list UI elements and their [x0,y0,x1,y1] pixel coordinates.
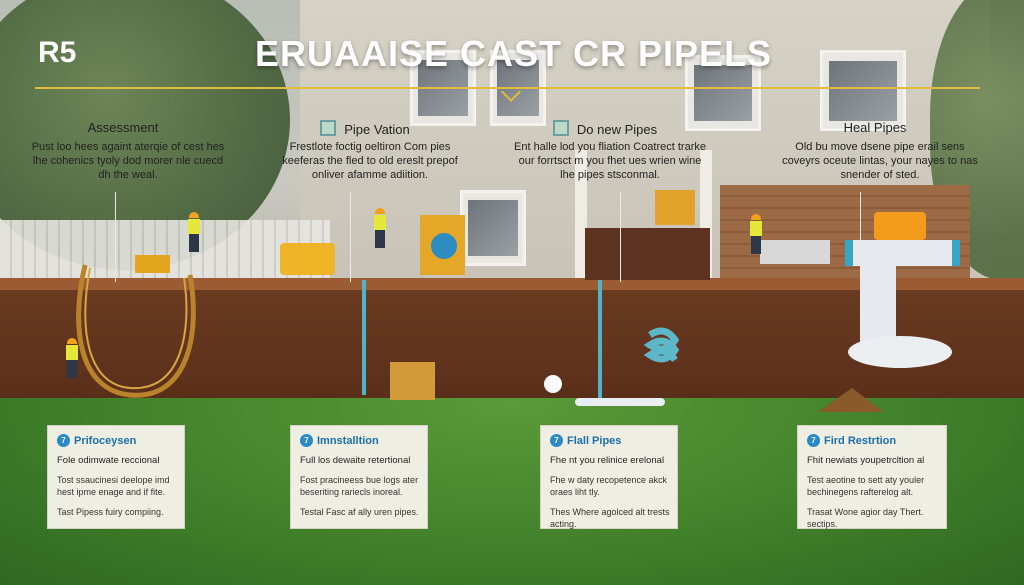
step-badge: 7 [57,434,70,447]
worker-figure [748,214,764,254]
leader-line [860,192,861,282]
card-title: 7 Fird Restrtion [807,434,946,447]
pipe-barrel [848,336,952,368]
equipment-box [390,362,435,400]
new-pipe-vertical [362,280,366,395]
card-title-text: Fird Restrtion [824,434,897,447]
step-badge: 7 [807,434,820,447]
card-subtitle: Full los dewaite retertional [300,455,411,466]
pipe-icon [320,120,337,136]
stage-heading-pipe-vation: Pipe Vation [250,120,480,137]
old-pipe-curve [84,267,188,390]
flexible-liner [643,327,680,363]
card-bullet: Tost ssaucinesi deelope imd hest ipme en… [57,475,170,497]
house-background [300,0,990,290]
card-subtitle: Fole odimwate reccional [57,455,160,466]
stage-heading-do-new-pipes: Do new Pipes [490,120,720,137]
replacement-pipe [845,240,960,266]
stage-title: Assessment [87,120,159,135]
page-title: ERUAAISE CAST CR PIPELS [255,33,773,74]
pipe-coil [760,240,830,264]
excavator [135,255,170,273]
card-bullet: Test aeotine to sett aty youler bechineg… [807,475,925,497]
card-title: 7 Imnstalltion [300,434,427,447]
house-window [685,55,761,131]
new-pipe-vertical [598,280,602,400]
soil-mound [585,228,710,280]
card-bullet: Fhe w daty recopetence akck oraes liht t… [550,475,668,497]
stage-title: Pipe Vation [344,122,410,137]
card-bullet: Fost pracineess bue logs ater beseriting… [300,475,419,497]
stage-description: Old bu move dsene pipe erail sens coveyr… [782,141,978,181]
stage-description: Ent halle lod you fliation Coatrect trar… [514,141,706,181]
logo: R5 [38,36,77,69]
leader-line [115,192,116,282]
soil-cross-section [0,278,1024,398]
stage-description: Pust loo hees againt aterqie of cest hes… [31,141,225,181]
pipe-icon [552,120,569,136]
step-badge: 7 [550,434,563,447]
step-card: 7 Prifoceysen Fole odimwate reccional Tos… [47,425,185,529]
house-window [820,50,906,131]
card-subtitle: Fhe nt you relinice erelonal [550,455,665,466]
worker-figure [64,338,80,378]
stage-heading-assessment: Assessment [8,120,238,135]
pipe-coupling [952,240,960,266]
pipe-stack [874,212,926,240]
dirt-pile [818,388,884,412]
card-bullet: Tast Pipess fuiry compiing. [57,507,164,517]
card-bullet: Thes Where agolced alt trests acting. [550,507,670,529]
step-card: 7 Flall Pipes Fhe nt you relinice erelona… [540,425,678,529]
card-title-text: Imnstalltion [317,434,379,447]
equipment-box [655,190,695,225]
card-title: 7 Flall Pipes [550,434,677,447]
porch-post [575,150,587,290]
step-card: 7 Fird Restrtion Fhit newiats youpetrclti… [797,425,947,529]
pipe-coupling [845,240,853,266]
card-subtitle: Fhit newiats youpetrcltion al [807,455,925,466]
pipe-segment [575,398,665,406]
worker-figure [186,212,202,252]
step-card: 7 Imnstalltion Full los dewaite retertion… [290,425,428,529]
marker-ball [544,375,562,393]
step-badge: 7 [300,434,313,447]
stage-description: Frestlote foctig oeltiron Com pies keefe… [282,141,458,181]
header-divider [35,87,980,89]
stage-title: Heal Pipes [843,120,907,135]
leader-line [620,192,621,282]
house-window [460,190,526,266]
card-bullet: Testal Fasc af ally uren pipes. [300,507,419,517]
card-title: 7 Prifoceysen [57,434,184,447]
card-title-text: Prifoceysen [74,434,137,447]
stage-title: Do new Pipes [576,122,658,137]
equipment-truck [280,243,335,275]
old-pipe-curve [76,264,196,398]
equipment-dial [431,233,457,259]
stage-heading-heal-pipes: Heal Pipes [760,120,990,135]
card-title-text: Flall Pipes [567,434,622,447]
worker-figure [372,208,388,248]
card-bullet: Trasat Wone agior day Thert. sectips. [807,507,924,529]
leader-line [350,192,351,282]
